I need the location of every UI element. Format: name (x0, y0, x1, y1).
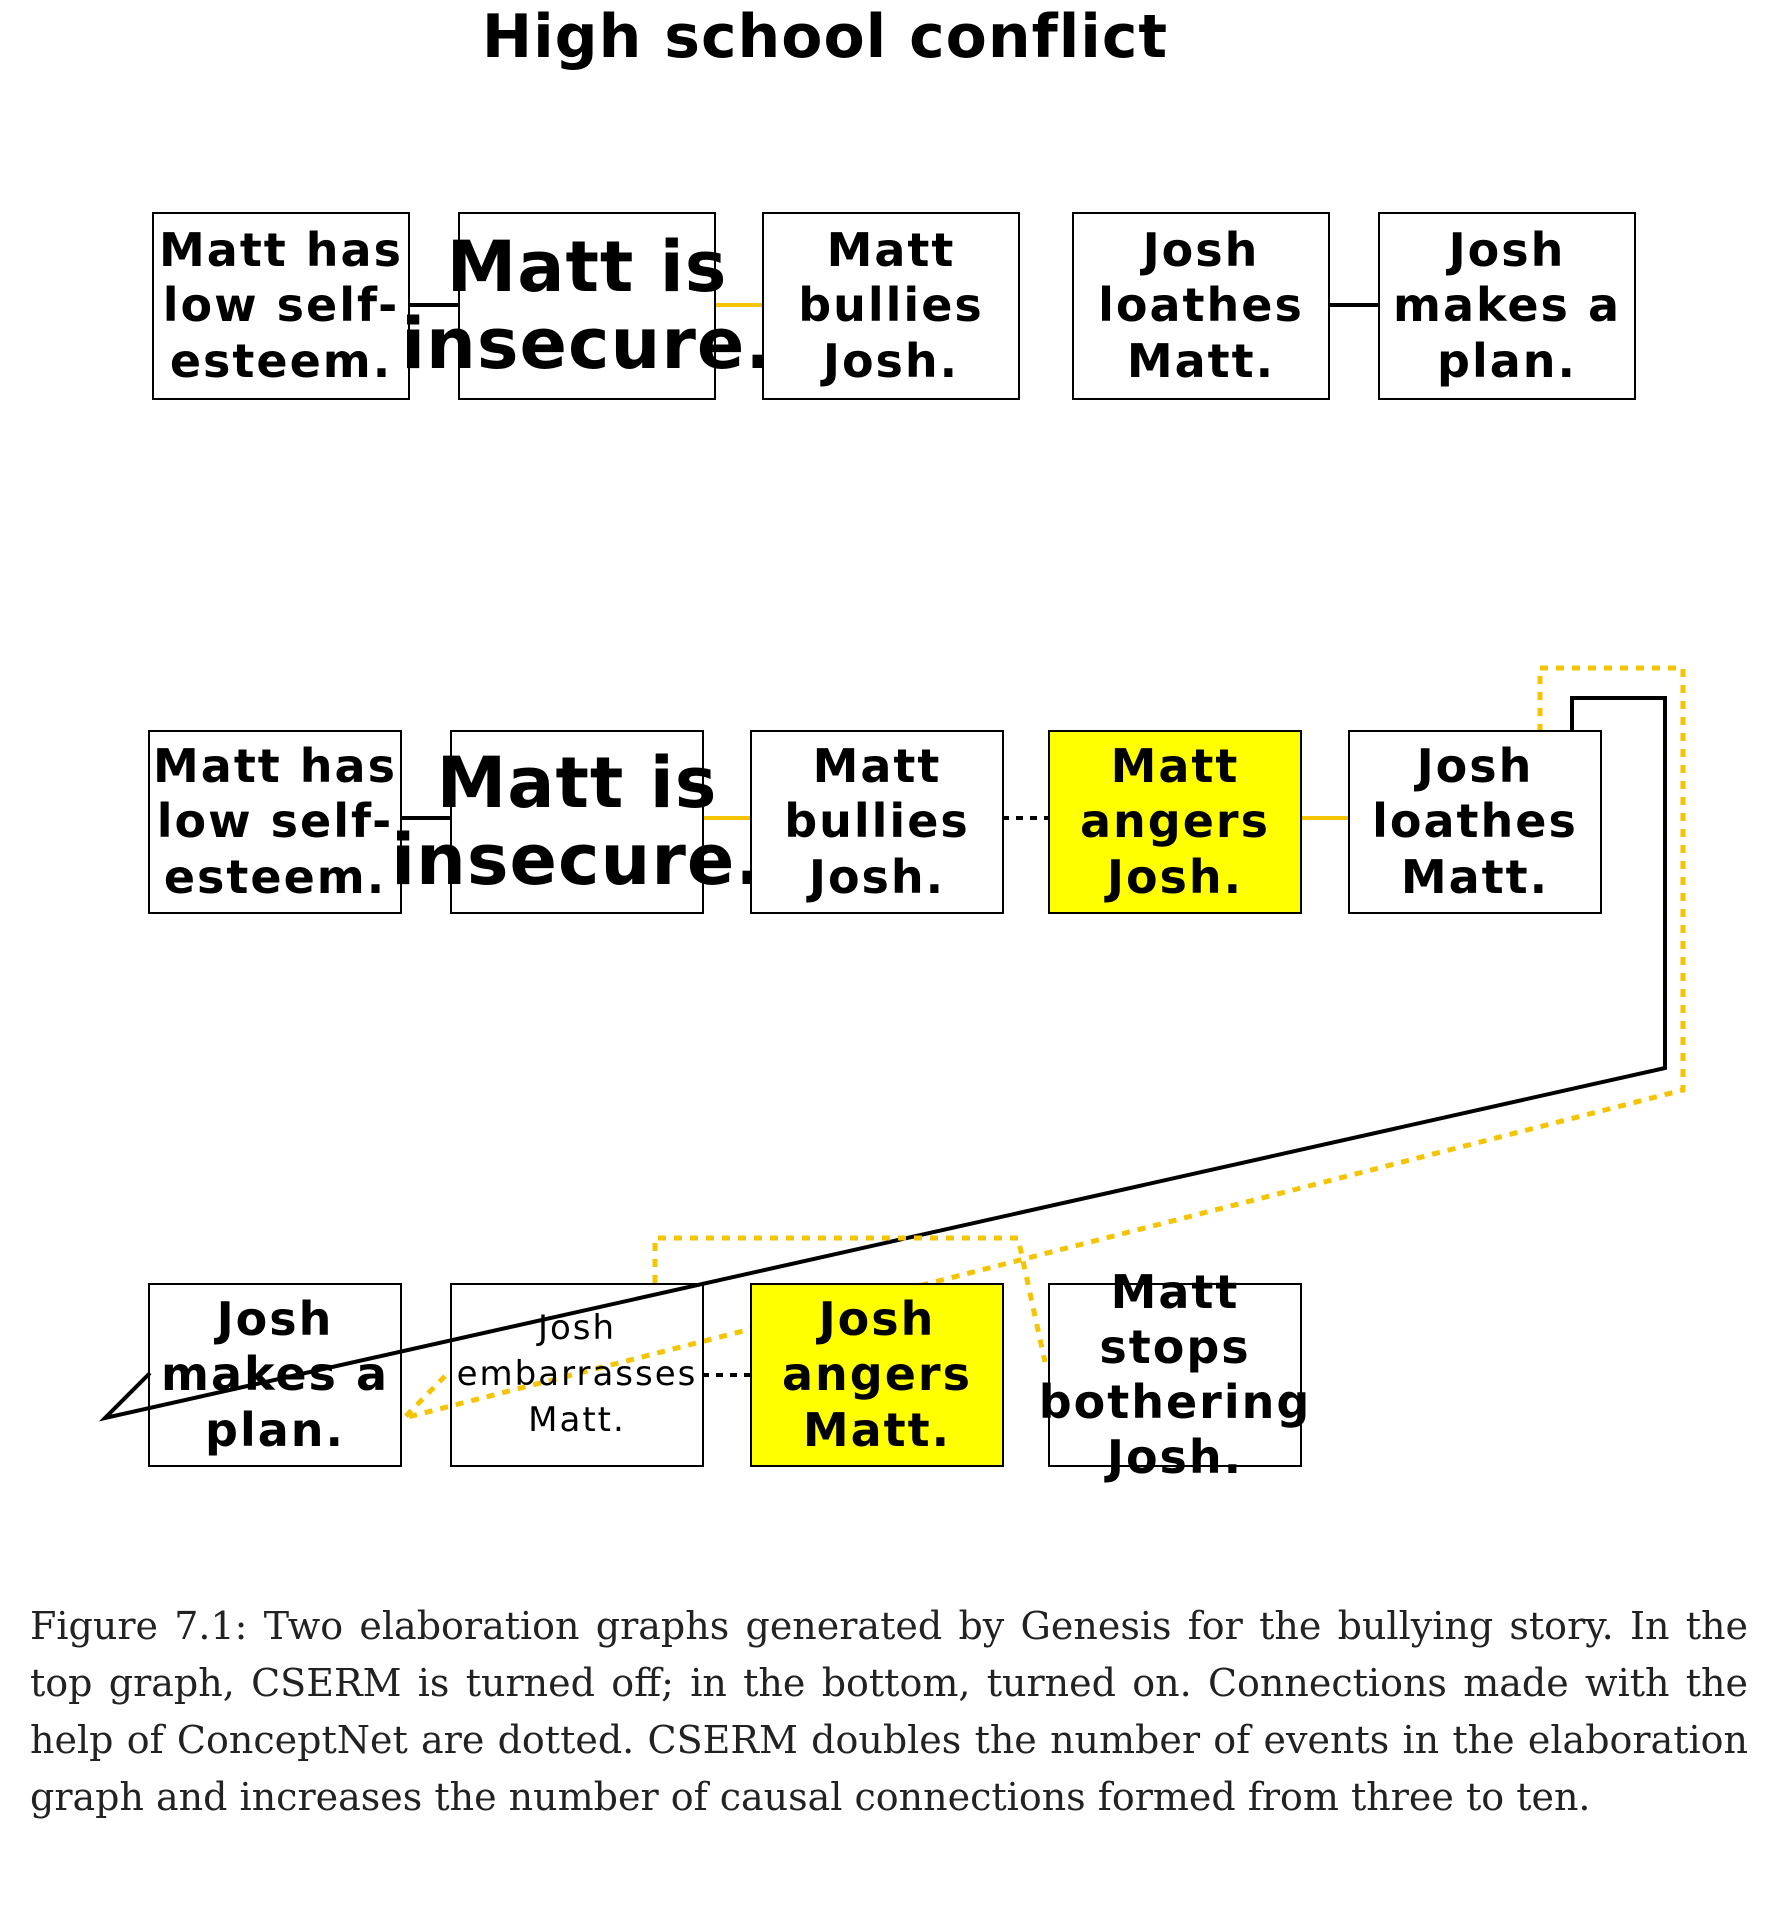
link-bottom-loathes-plan (98, 696, 1667, 1422)
link-bottom-loathes-embarrasses (395, 665, 1686, 1423)
bottom-node-4-label: Matt angers Josh. (1080, 739, 1270, 904)
top-node-2-label: Matt is insecure. (401, 226, 773, 385)
top-node-3: Matt bullies Josh. (762, 212, 1020, 400)
bottom-node-3: Matt bullies Josh. (750, 730, 1004, 914)
top-node-5: Josh makes a plan. (1378, 212, 1636, 400)
bottom-node-9-label: Matt stops bothering Josh. (1038, 1264, 1312, 1485)
bottom-node-5-label: Josh loathes Matt. (1372, 739, 1578, 904)
bottom-node-7-label: Josh embarrasses Matt. (456, 1308, 698, 1440)
bottom-node-3-label: Matt bullies Josh. (784, 739, 970, 904)
bottom-node-9: Matt stops bothering Josh. (1039, 1265, 1310, 1485)
figure-caption: Figure 7.1: Two elaboration graphs gener… (30, 1604, 1748, 1819)
bottom-node-1: Matt has low self-esteem. (148, 730, 402, 914)
bottom-node-8-label: Josh angers Matt. (782, 1292, 972, 1457)
top-node-5-label: Josh makes a plan. (1393, 223, 1621, 388)
top-node-1: Matt has low self-esteem. (152, 212, 410, 400)
bottom-node-6-label: Josh makes a plan. (161, 1292, 389, 1457)
bottom-node-2-label: Matt is insecure. (391, 742, 763, 901)
bottom-node-7: Josh embarrasses Matt. (450, 1283, 704, 1467)
top-node-4: Josh loathes Matt. (1072, 212, 1330, 400)
bottom-node-2: Matt is insecure. (391, 730, 762, 914)
top-node-3-label: Matt bullies Josh. (798, 223, 984, 388)
top-node-2: Matt is insecure. (401, 212, 772, 400)
diagram-title: High school conflict (481, 2, 1169, 72)
bottom-node-8: Josh angers Matt. (750, 1283, 1004, 1467)
top-node-1-label: Matt has low self-esteem. (159, 223, 403, 388)
bottom-node-4: Matt angers Josh. (1048, 730, 1302, 914)
bottom-node-6: Josh makes a plan. (148, 1283, 402, 1467)
bottom-node-1-label: Matt has low self-esteem. (153, 739, 397, 904)
bottom-node-5: Josh loathes Matt. (1348, 730, 1602, 914)
top-node-4-label: Josh loathes Matt. (1098, 223, 1304, 388)
link-bottom-embarrasses-stops (652, 1235, 1048, 1363)
